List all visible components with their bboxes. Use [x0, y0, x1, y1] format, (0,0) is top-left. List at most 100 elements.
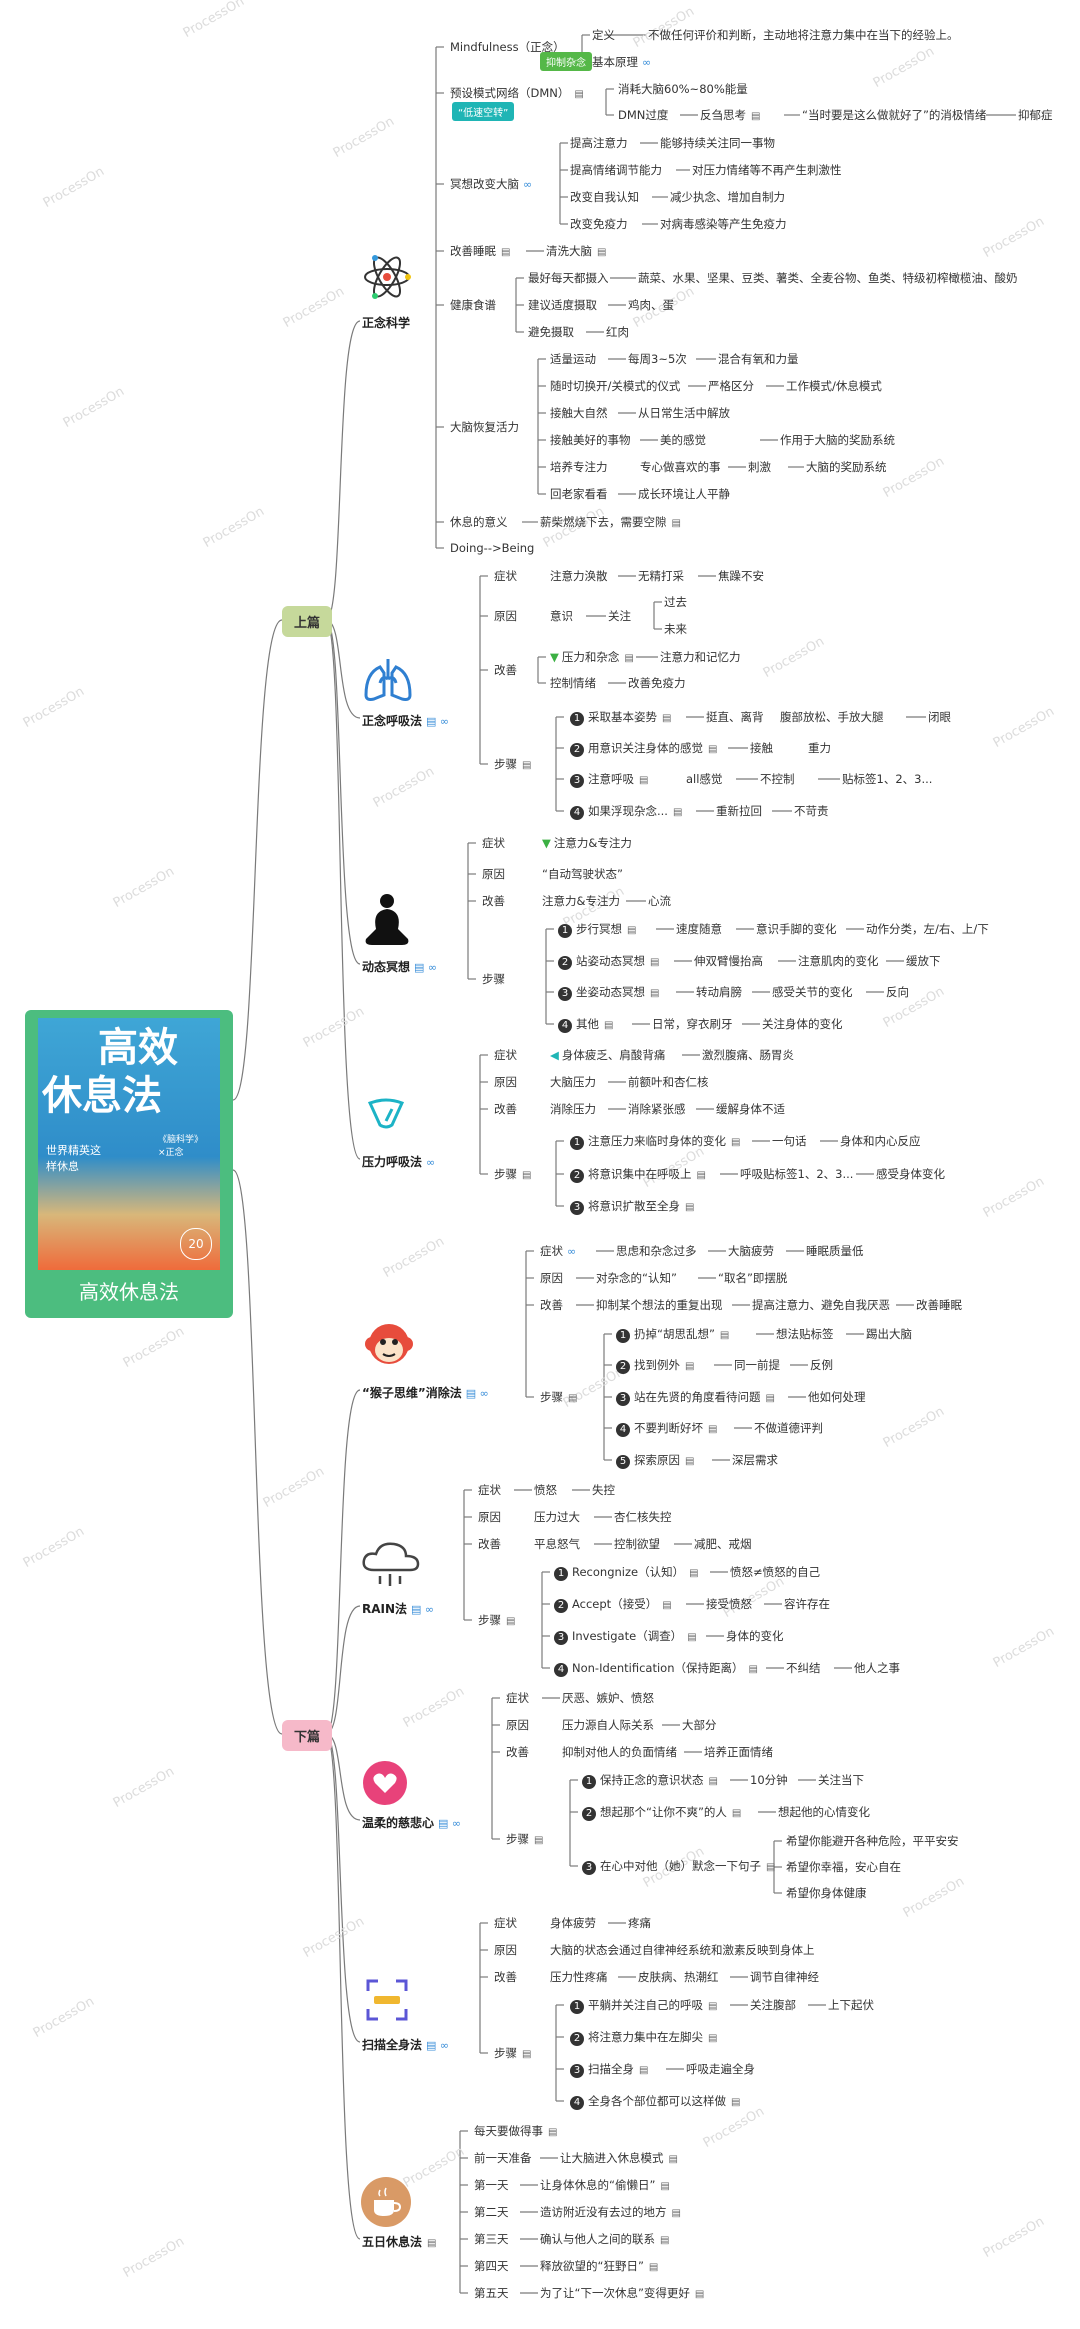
node[interactable]: 抑制对他人的负面情绪 — [562, 1745, 677, 1759]
node[interactable]: 无精打采 — [638, 569, 684, 583]
node[interactable]: “自动驾驶状态” — [542, 867, 623, 881]
node[interactable]: Doing-->Being — [450, 541, 535, 555]
node[interactable]: 对杂念的“认知” — [596, 1271, 677, 1285]
node[interactable]: all感觉 — [686, 772, 723, 786]
node[interactable]: 重力 — [808, 741, 831, 755]
node[interactable]: 未来 — [664, 622, 687, 636]
node[interactable]: 踢出大脑 — [866, 1327, 912, 1341]
node[interactable]: 症状 — [482, 836, 505, 850]
node[interactable]: 缓解身体不适 — [716, 1102, 785, 1116]
node[interactable]: 每周3~5次 — [628, 352, 687, 366]
node[interactable]: 能够持续关注同一事物 — [660, 136, 775, 150]
node[interactable]: 步骤 — [494, 757, 531, 773]
node[interactable]: 改善 — [540, 1298, 563, 1312]
node[interactable]: 皮肤病、热潮红 — [638, 1970, 719, 1984]
node[interactable]: 平息怒气 — [534, 1537, 580, 1551]
node[interactable]: 步骤 — [540, 1390, 577, 1406]
node[interactable]: 意识手脚的变化 — [756, 922, 837, 936]
node[interactable]: 上下起伏 — [828, 1998, 874, 2012]
node[interactable]: 培养正面情绪 — [704, 1745, 773, 1759]
node[interactable]: 大脑压力 — [550, 1075, 596, 1089]
node[interactable]: 注意力&专注力 — [542, 894, 620, 908]
node[interactable]: 希望你能避开各种危险，平平安安 — [786, 1834, 959, 1848]
node[interactable]: “取名”即摆脱 — [718, 1271, 788, 1285]
node[interactable]: 造访附近没有去过的地方 — [540, 2205, 681, 2221]
node[interactable]: 鸡肉、蛋 — [628, 298, 674, 312]
node[interactable]: 日常，穿衣刷牙 — [652, 1017, 733, 1031]
node[interactable]: 接触美好的事物 — [550, 433, 631, 447]
node[interactable]: 睡眠质量低 — [806, 1244, 864, 1258]
node[interactable]: 贴标签1、2、3... — [842, 772, 933, 786]
node[interactable]: 一句话 — [772, 1134, 807, 1148]
node[interactable]: 过去 — [664, 595, 687, 609]
category-loving-kindness[interactable]: 温柔的慈悲心 — [362, 1814, 461, 1831]
node[interactable]: 压力源自人际关系 — [562, 1718, 654, 1732]
node[interactable]: 反向 — [886, 985, 909, 999]
node[interactable]: 大脑恢复活力 — [450, 420, 519, 434]
node[interactable]: 改善睡眠 — [916, 1298, 962, 1312]
node[interactable]: 想起他的心情变化 — [778, 1805, 870, 1819]
node[interactable]: 压力过大 — [534, 1510, 580, 1524]
node[interactable]: ▼压力和杂念 — [550, 650, 634, 666]
node[interactable]: 改善 — [482, 894, 505, 908]
node[interactable]: 步骤 — [478, 1613, 515, 1629]
upper-part-label[interactable]: 上篇 — [282, 606, 333, 637]
category-body-scan[interactable]: 扫描全身法 — [362, 2036, 449, 2053]
category-moving-meditation[interactable]: 动态冥想 — [362, 958, 437, 975]
node[interactable]: 原因 — [482, 867, 505, 881]
node[interactable]: 每天要做得事 — [474, 2124, 557, 2140]
node[interactable]: 厌恶、嫉妒、愤怒 — [562, 1691, 654, 1705]
node[interactable]: DMN过度 — [618, 108, 669, 122]
node[interactable]: 反例 — [810, 1358, 833, 1372]
node[interactable]: 提高注意力、避免自我厌恶 — [752, 1298, 890, 1312]
node[interactable]: 感受身体变化 — [876, 1167, 945, 1181]
node[interactable]: 原因 — [494, 609, 517, 623]
node[interactable]: 步骤 — [494, 2046, 531, 2062]
node[interactable]: 适量运动 — [550, 352, 596, 366]
node[interactable]: 专心做喜欢的事 — [640, 460, 721, 474]
node[interactable]: 严格区分 — [708, 379, 754, 393]
node[interactable]: 失控 — [592, 1483, 615, 1497]
node[interactable]: 第四天 — [474, 2259, 509, 2273]
node[interactable]: 接触大自然 — [550, 406, 608, 420]
node[interactable]: 回老家看看 — [550, 487, 608, 501]
node[interactable]: 蔬菜、水果、坚果、豆类、薯类、全麦谷物、鱼类、特级初榨橄榄油、酸奶 — [638, 271, 1018, 285]
node[interactable]: 预设模式网络（DMN） — [450, 86, 584, 102]
node[interactable]: 大脑的状态会通过自律神经系统和激素反映到身体上 — [550, 1943, 815, 1957]
category-rain[interactable]: RAIN法 — [362, 1600, 434, 1617]
node[interactable]: 大部分 — [682, 1718, 717, 1732]
node[interactable]: 症状 — [494, 1916, 517, 1930]
node[interactable]: 闭眼 — [928, 710, 951, 724]
node[interactable]: 清洗大脑 — [546, 244, 606, 260]
node[interactable]: 不做道德评判 — [754, 1421, 823, 1435]
node[interactable]: 让身体休息的“偷懒日” — [540, 2178, 670, 2194]
node[interactable]: 身体和内心反应 — [840, 1134, 921, 1148]
node[interactable]: 薪柴燃烧下去，需要空隙 — [540, 515, 681, 531]
node[interactable]: 关注身体的变化 — [762, 1017, 843, 1031]
node[interactable]: 对病毒感染等产生免疫力 — [660, 217, 787, 231]
node[interactable]: 思虑和杂念过多 — [616, 1244, 697, 1258]
node[interactable]: 愤怒≠愤怒的自己 — [730, 1565, 821, 1579]
node[interactable]: 从日常生活中解放 — [638, 406, 730, 420]
node[interactable]: 前一天准备 — [474, 2151, 532, 2165]
node[interactable]: 不纠结 — [786, 1661, 821, 1675]
node[interactable]: 症状 — [506, 1691, 529, 1705]
node[interactable]: 改善 — [494, 663, 517, 677]
node[interactable]: 改善睡眠 — [450, 244, 510, 260]
node[interactable]: 焦躁不安 — [718, 569, 764, 583]
